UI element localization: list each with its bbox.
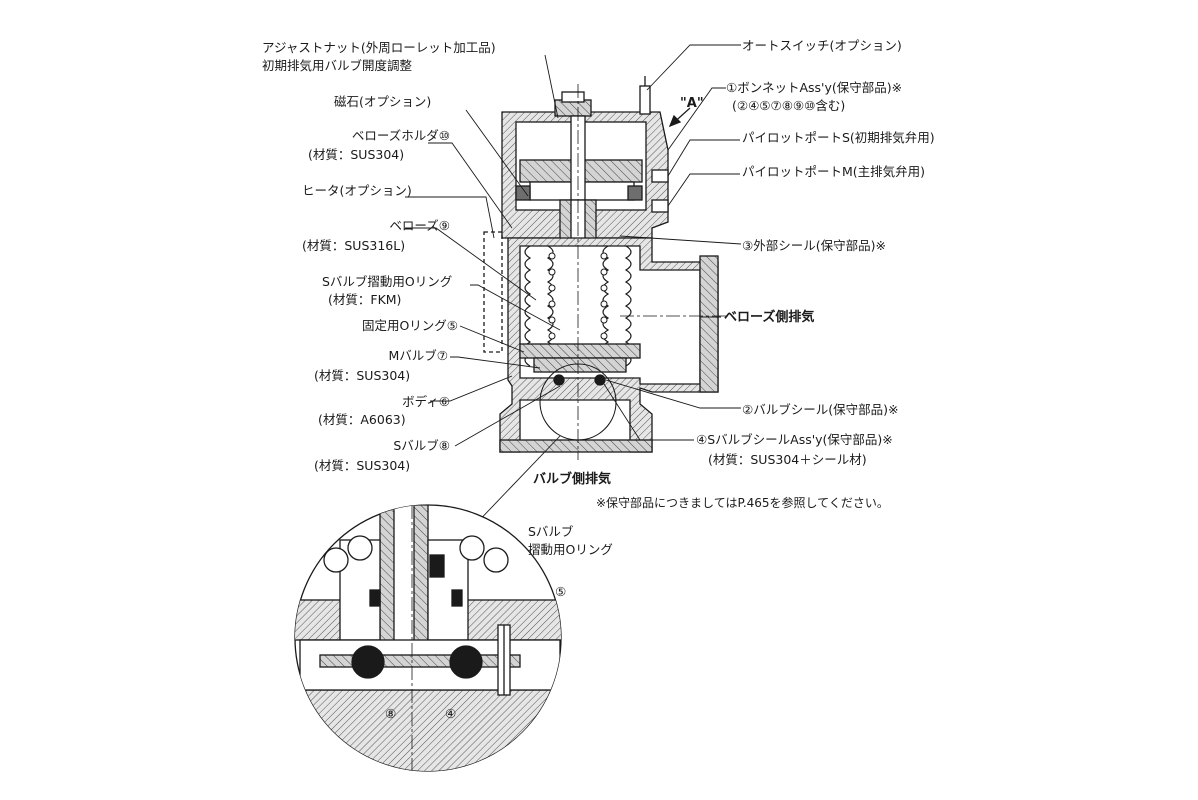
bellows-holder-part xyxy=(519,343,641,359)
detail-view xyxy=(294,504,562,772)
heater-outline xyxy=(483,231,503,353)
label-bellows-exhaust: ベローズ側排気 xyxy=(724,310,815,325)
outlet-flange-bottom xyxy=(499,439,653,453)
label-magnet: 磁石(オプション) xyxy=(334,94,432,109)
label-heater: ヒータ(オプション) xyxy=(302,183,412,198)
label-s-valve-oring-mat: (材質：FKM) xyxy=(328,292,402,307)
label-s-valve-seal: ④SバルブシールAss'y(保守部品)※ xyxy=(696,432,893,447)
label-bellows-holder-mat: (材質：SUS304) xyxy=(308,147,405,162)
adjust-nut-top xyxy=(561,91,585,103)
label-adjust-nut: アジャストナット(外周ローレット加工品) xyxy=(262,40,496,55)
label-pilot-m: パイロットポートM(主排気弁用) xyxy=(742,164,926,179)
label-bonnet: ①ボンネットAss'y(保守部品)※ xyxy=(726,80,903,95)
label-detail-5: ⑤ xyxy=(555,584,567,599)
label-bonnet-sub: (②④⑤⑦⑧⑨⑩含む) xyxy=(732,98,846,113)
outlet-flange-right xyxy=(699,255,719,393)
label-detail-title-1: Sバルブ xyxy=(528,524,574,539)
label-outer-seal: ③外部シール(保守部品)※ xyxy=(742,238,886,253)
label-m-valve: Mバルブ⑦ xyxy=(388,348,449,363)
label-view-a: "A" xyxy=(680,96,704,111)
label-maintenance-note: ※保守部品につきましてはP.465を参照してください。 xyxy=(596,496,889,510)
inner-spring xyxy=(548,252,608,340)
label-s-valve-oring: Sバルブ摺動用Oリング xyxy=(322,274,453,289)
label-bellows: ベローズ⑨ xyxy=(389,218,450,233)
label-body: ボディ⑥ xyxy=(402,394,450,409)
label-adjust-nut-sub: 初期排気用バルブ開度調整 xyxy=(262,58,413,73)
detail-s-valve xyxy=(319,654,521,668)
valve-seal-right xyxy=(594,374,606,386)
pilot-port-m xyxy=(651,199,669,213)
label-auto-switch: オートスイッチ(オプション) xyxy=(742,38,902,53)
label-valve-seal: ②バルブシール(保守部品)※ xyxy=(742,402,899,417)
label-m-valve-mat: (材質：SUS304) xyxy=(314,368,411,383)
label-bellows-mat: (材質：SUS316L) xyxy=(302,238,406,253)
label-fixing-oring: 固定用Oリング⑤ xyxy=(361,318,458,333)
label-detail-title-2: 摺動用Oリング xyxy=(528,542,613,557)
main-cross-section xyxy=(483,76,728,460)
valve-seal-left xyxy=(553,374,565,386)
label-bellows-holder: ベローズホルダ⑩ xyxy=(351,128,450,143)
m-valve-part xyxy=(533,357,627,373)
label-body-mat: (材質：A6063) xyxy=(318,412,406,427)
label-s-valve-seal-mat: (材質：SUS304＋シール材) xyxy=(708,452,867,467)
label-detail-4: ④ xyxy=(445,706,457,721)
detail-sliding-oring-right xyxy=(451,589,463,607)
magnet-right xyxy=(627,185,643,201)
detail-oring-left xyxy=(351,645,385,679)
auto-switch-body xyxy=(639,85,651,115)
label-s-valve-mat: (材質：SUS304) xyxy=(314,458,411,473)
label-valve-exhaust: バルブ側排気 xyxy=(533,472,612,487)
detail-oring-right xyxy=(449,645,483,679)
magnet-left xyxy=(515,185,531,201)
detail-sliding-oring-left xyxy=(369,589,381,607)
pilot-port-s xyxy=(651,169,669,183)
label-pilot-s: パイロットポートS(初期排気弁用) xyxy=(742,130,935,145)
label-detail-8: ⑧ xyxy=(385,706,397,721)
label-s-valve: Sバルブ⑧ xyxy=(393,438,450,453)
